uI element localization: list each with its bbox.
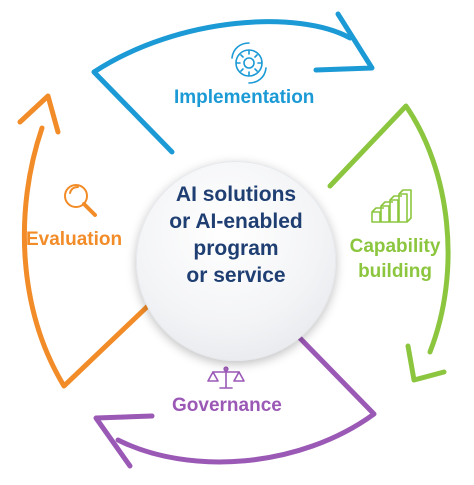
gear-cycle-icon: [231, 42, 267, 84]
implementation-arrowhead: [313, 11, 375, 73]
center-circle: [136, 161, 336, 361]
center-line-4: or service: [186, 264, 286, 287]
center-line-2: or AI-enabled: [169, 210, 303, 233]
governance-arrow: [115, 327, 377, 465]
capability-line-1: Capability: [349, 236, 441, 257]
capability-label: Capability building: [347, 236, 443, 283]
magnifier-icon: [64, 184, 97, 217]
center-line-1: AI solutions: [175, 183, 297, 206]
implementation-arrow: [91, 19, 353, 155]
capability-arrowhead: [405, 343, 447, 383]
center-line-3: program: [193, 237, 279, 260]
governance-arrowhead: [93, 413, 155, 469]
evaluation-label: Evaluation: [26, 229, 123, 250]
implementation-label: Implementation: [174, 87, 315, 108]
capability-arrow: [327, 103, 451, 355]
center-text: AI solutions or AI-enabled program or se…: [136, 181, 336, 289]
bar-chart-blocks-icon: [371, 189, 412, 223]
capability-line-2: building: [358, 261, 432, 282]
scales-icon: [207, 366, 245, 389]
governance-label: Governance: [172, 395, 282, 416]
evaluation-arrow: [21, 125, 153, 389]
evaluation-arrowhead: [17, 93, 61, 135]
